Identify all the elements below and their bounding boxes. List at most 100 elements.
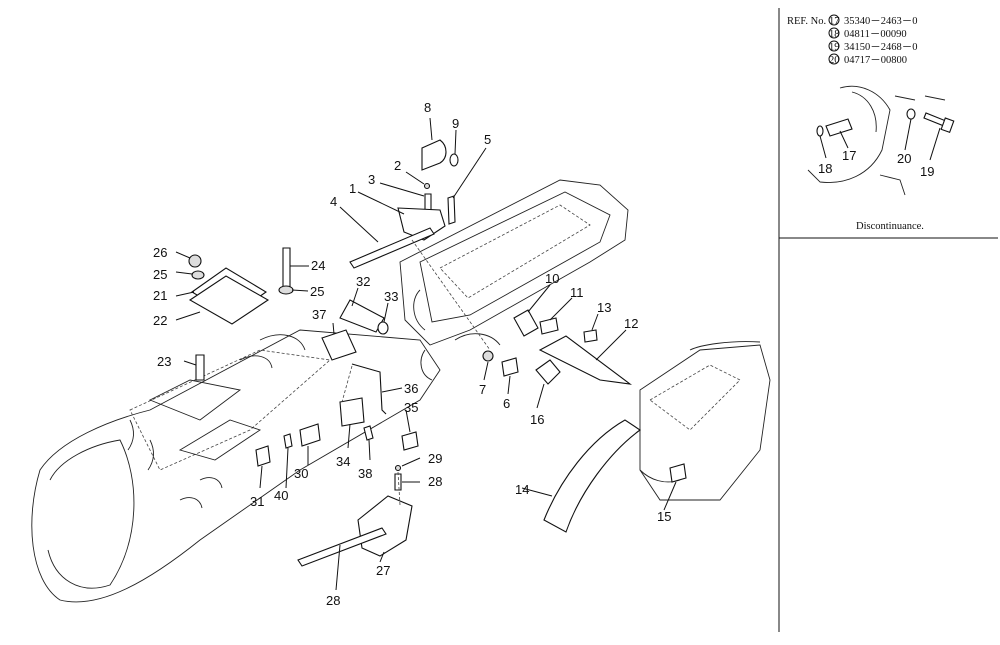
ref-mark: 19 xyxy=(829,42,840,53)
part-32-bolt xyxy=(255,445,271,467)
callout-5: 5 xyxy=(484,132,491,147)
callout-12: 12 xyxy=(624,316,638,331)
callout-25: 25 xyxy=(153,267,167,282)
ref-part-number: 34150－2468－0 xyxy=(844,42,918,53)
part-36-bolt xyxy=(401,431,419,451)
ref-mark: 18 xyxy=(829,29,840,40)
ref-entry: 18 04811－00090 xyxy=(828,27,907,40)
part-6-bolt xyxy=(501,357,519,377)
part-26-nut xyxy=(188,254,202,268)
ref-part-number: 35340－2463－0 xyxy=(844,16,918,27)
callout-18: 18 xyxy=(818,161,832,176)
callout-23: 23 xyxy=(157,354,171,369)
part-34-ring xyxy=(377,321,389,335)
callout-2: 2 xyxy=(394,158,401,173)
callout-17: 17 xyxy=(842,148,856,163)
part-17-sleeve xyxy=(825,118,853,137)
ref-entry: 19 34150－2468－0 xyxy=(828,40,918,53)
callout-11: 11 xyxy=(570,285,584,300)
callout-31: 30 xyxy=(294,466,308,481)
part-25-washer-b xyxy=(278,285,294,295)
part-15-bolt xyxy=(669,463,687,483)
part-39-pin xyxy=(363,425,374,441)
callout-15: 15 xyxy=(657,509,671,524)
callout-20: 20 xyxy=(897,151,911,166)
ref-mark-circle xyxy=(828,40,840,52)
part-12-lever xyxy=(538,335,633,385)
part-5-pin xyxy=(447,195,456,225)
part-20-washer xyxy=(906,108,916,120)
reference-panel: REF. No. 17 35340－2463－0 18 04811－00090 … xyxy=(778,8,998,632)
callout-35: 34 xyxy=(336,454,350,469)
callout-21: 21 xyxy=(153,288,167,303)
part-30-ball xyxy=(394,464,402,472)
callout-8: 8 xyxy=(424,100,431,115)
callout-24: 24 xyxy=(311,258,325,273)
inset-sketch xyxy=(807,85,955,196)
part-22-gasket xyxy=(188,275,270,325)
callout-34: 33 xyxy=(384,289,398,304)
callout-6: 6 xyxy=(503,396,510,411)
part-38-sleeve xyxy=(321,329,357,361)
callout-14: 14 xyxy=(515,482,529,497)
callout-25-b: 25 xyxy=(310,284,324,299)
part-16-knob xyxy=(535,359,561,385)
callout-16: 16 xyxy=(530,412,544,427)
callout-7: 7 xyxy=(479,382,486,397)
callout-19: 19 xyxy=(920,164,934,179)
callout-13: 13 xyxy=(597,300,611,315)
ref-mark-circle xyxy=(828,53,840,65)
callout-37: 36 xyxy=(404,381,418,396)
part-27-shift-fork xyxy=(357,495,413,557)
part-23-stud xyxy=(195,354,205,381)
ref-mark-circle xyxy=(828,27,840,39)
callout-30: 29 xyxy=(428,451,442,466)
callout-36: 35 xyxy=(404,400,418,415)
part-35-plate xyxy=(339,397,365,427)
ref-entry: 20 04717－00800 xyxy=(828,53,907,66)
part-25-washer xyxy=(191,270,205,280)
part-7-washer xyxy=(482,350,494,362)
callouts: 8 9 5 2 3 1 4 26 25 21 22 24 25 32 33 37… xyxy=(153,100,671,608)
leader-lines xyxy=(175,117,677,591)
callout-38: 37 xyxy=(312,307,326,322)
part-29-spring xyxy=(394,473,402,491)
callout-3: 3 xyxy=(368,172,375,187)
discontinuance-caption: Discontinuance. xyxy=(856,221,924,232)
ref-mark: 17 xyxy=(829,16,840,27)
part-33-lever xyxy=(339,299,385,333)
part-8-sleeve xyxy=(421,139,447,171)
callout-10: 10 xyxy=(545,271,559,286)
part-13-pin xyxy=(583,329,598,343)
callout-33: 32 xyxy=(356,274,370,289)
ref-mark-circle xyxy=(828,14,840,26)
part-31-plate xyxy=(299,423,321,447)
callout-39: 38 xyxy=(358,466,372,481)
part-2-ball xyxy=(423,182,431,190)
callout-28: 28 xyxy=(326,593,340,608)
part-3-spring xyxy=(424,193,432,211)
part-14-arc-cover xyxy=(543,419,641,533)
part-10-bracket xyxy=(513,309,539,337)
callout-26: 26 xyxy=(153,245,167,260)
part-4-shift-rod xyxy=(349,227,435,269)
part-28-shift-rod xyxy=(297,527,387,567)
callout-40: 40 xyxy=(274,488,288,503)
ref-mark: 20 xyxy=(829,55,840,66)
callout-29: 28 xyxy=(428,474,442,489)
ref-title: REF. No. xyxy=(787,16,826,27)
part-9-ring xyxy=(449,153,459,167)
callout-27: 27 xyxy=(376,563,390,578)
part-40-pin xyxy=(283,433,293,449)
ref-part-number: 04811－00090 xyxy=(844,29,907,40)
part-37-rod xyxy=(351,363,387,415)
callout-1: 1 xyxy=(349,181,356,196)
callout-9: 9 xyxy=(452,116,459,131)
callout-22: 22 xyxy=(153,313,167,328)
part-24-bolt xyxy=(282,247,291,289)
part-18-ring xyxy=(816,125,824,137)
callout-4: 4 xyxy=(330,194,337,209)
callout-32: 31 xyxy=(250,494,264,509)
ref-part-number: 04717－00800 xyxy=(844,55,907,66)
